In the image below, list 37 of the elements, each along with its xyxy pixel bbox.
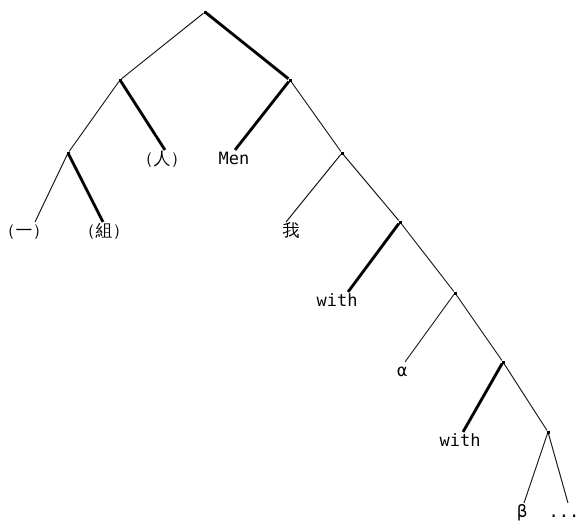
leaf-label: （組）: [78, 222, 130, 240]
branch-point: [204, 10, 206, 14]
tree-branch: [120, 80, 166, 151]
tree-branch: [68, 81, 120, 152]
tree-branch: [67, 154, 104, 223]
leaf-label: ...: [548, 503, 580, 521]
branch-point: [288, 78, 292, 82]
leaf-label: β: [517, 503, 528, 521]
branch-point: [118, 78, 122, 82]
tree-branch: [290, 81, 342, 152]
tree-branch: [286, 154, 342, 222]
tree-branch: [342, 154, 400, 221]
branch-point: [66, 152, 70, 154]
leaf-label: 我: [282, 222, 300, 240]
leaf-label: with: [316, 292, 358, 310]
tree-branch: [524, 433, 548, 504]
tree-branch: [462, 362, 504, 433]
tree-branch: [34, 154, 68, 222]
tree-branch: [400, 223, 454, 292]
tree-branch: [456, 294, 502, 361]
leaf-label: Men: [218, 150, 250, 168]
tree-branch: [503, 363, 548, 431]
branch-point: [340, 152, 344, 154]
tree-branch: [548, 433, 568, 504]
branch-point: [454, 292, 456, 294]
tree-branch: [404, 294, 454, 362]
leaf-label: （一）: [0, 222, 50, 240]
branch-point: [546, 430, 550, 434]
leaf-label: α: [397, 362, 408, 380]
leaf-label: （人）: [136, 150, 188, 168]
tree-branch: [206, 12, 290, 80]
branch-point: [398, 220, 402, 224]
leaf-label: with: [440, 432, 480, 450]
tree-branch: [346, 222, 400, 293]
tree-branch: [121, 12, 204, 80]
tree-branch: [234, 80, 290, 151]
branch-point: [502, 360, 504, 364]
